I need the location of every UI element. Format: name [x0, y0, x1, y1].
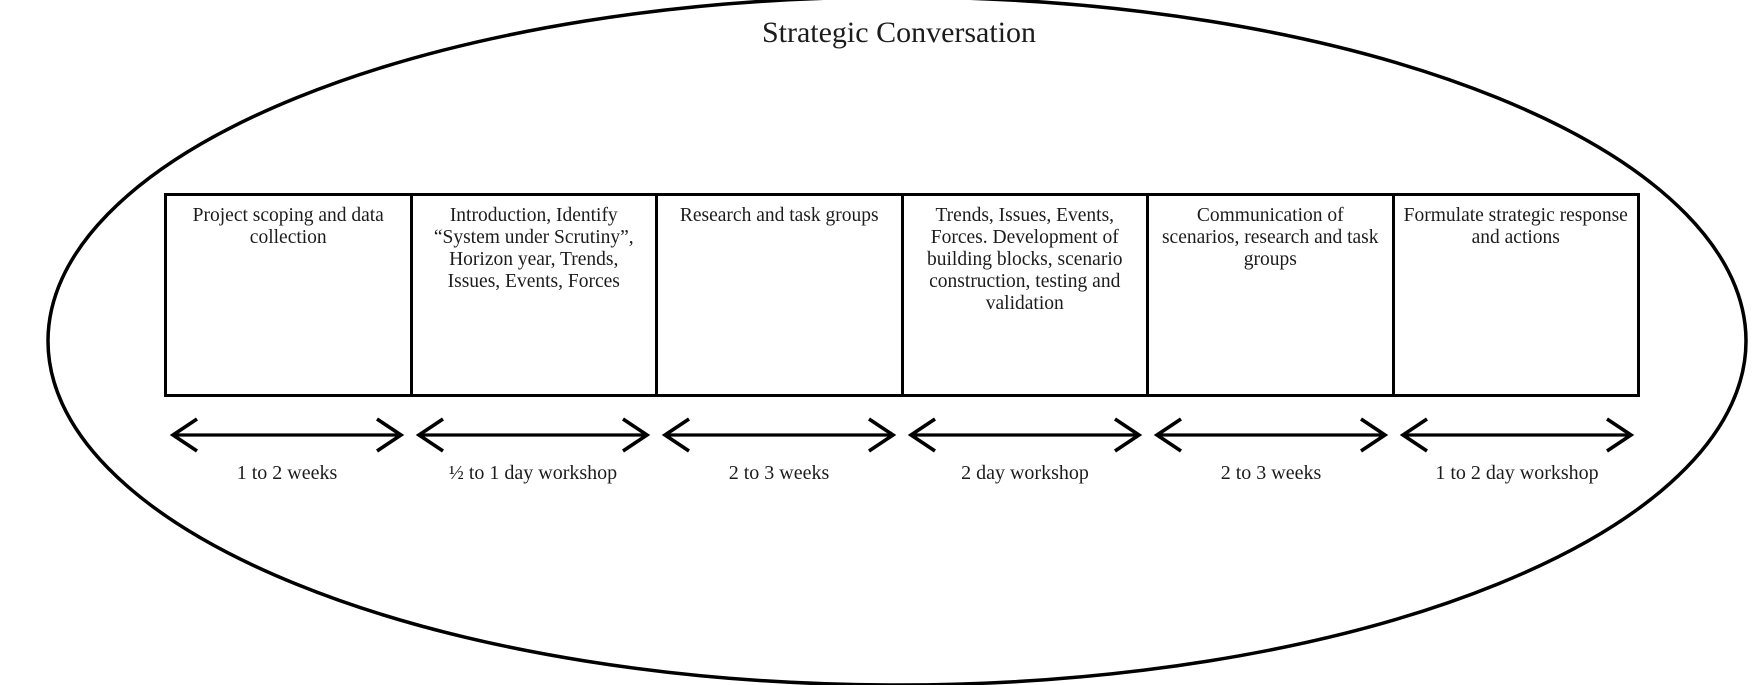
double-arrow-icon — [169, 417, 405, 453]
duration-arrow-cell — [164, 416, 410, 454]
phase-box-label: Communication of scenarios, research and… — [1161, 205, 1379, 270]
duration-arrow-cell — [656, 416, 902, 454]
duration-label-3: 2 to 3 weeks — [728, 462, 830, 484]
duration-arrow-cell — [1394, 416, 1640, 454]
phase-box-3: Research and task groups — [655, 193, 904, 397]
phase-box-label: Project scoping and data collection — [192, 205, 384, 248]
duration-label-5: 2 to 3 weeks — [1220, 462, 1322, 484]
double-arrow-icon — [661, 417, 897, 453]
phase-box-1: Project scoping and data collection — [164, 193, 413, 397]
phase-boxes-row: Project scoping and data collection Intr… — [164, 193, 1640, 397]
phase-box-label: Formulate strategic response and actions — [1403, 205, 1628, 248]
duration-labels-row: 1 to 2 weeks ½ to 1 day workshop 2 to 3 … — [164, 460, 1640, 486]
duration-arrow-cell — [410, 416, 656, 454]
duration-label-6: 1 to 2 day workshop — [1435, 462, 1599, 484]
phase-box-6: Formulate strategic response and actions — [1391, 193, 1640, 397]
phase-box-label: Research and task groups — [679, 205, 879, 226]
phase-box-4: Trends, Issues, Events, Forces. Developm… — [900, 193, 1149, 397]
duration-label-1: 1 to 2 weeks — [236, 462, 338, 484]
double-arrow-icon — [1399, 417, 1635, 453]
duration-arrow-cell — [1148, 416, 1394, 454]
double-arrow-icon — [415, 417, 651, 453]
phase-box-2: Introduction, Identify “System under Scr… — [409, 193, 658, 397]
diagram-title: Strategic Conversation — [761, 16, 1037, 49]
duration-arrow-cell — [902, 416, 1148, 454]
duration-label-4: 2 day workshop — [961, 462, 1089, 484]
phase-box-label: Trends, Issues, Events, Forces. Developm… — [926, 205, 1123, 314]
duration-arrows-row — [164, 416, 1640, 454]
phase-box-5: Communication of scenarios, research and… — [1146, 193, 1395, 397]
double-arrow-icon — [907, 417, 1143, 453]
double-arrow-icon — [1153, 417, 1389, 453]
phase-box-label: Introduction, Identify “System under Scr… — [433, 205, 634, 292]
duration-label-2: ½ to 1 day workshop — [448, 462, 618, 484]
